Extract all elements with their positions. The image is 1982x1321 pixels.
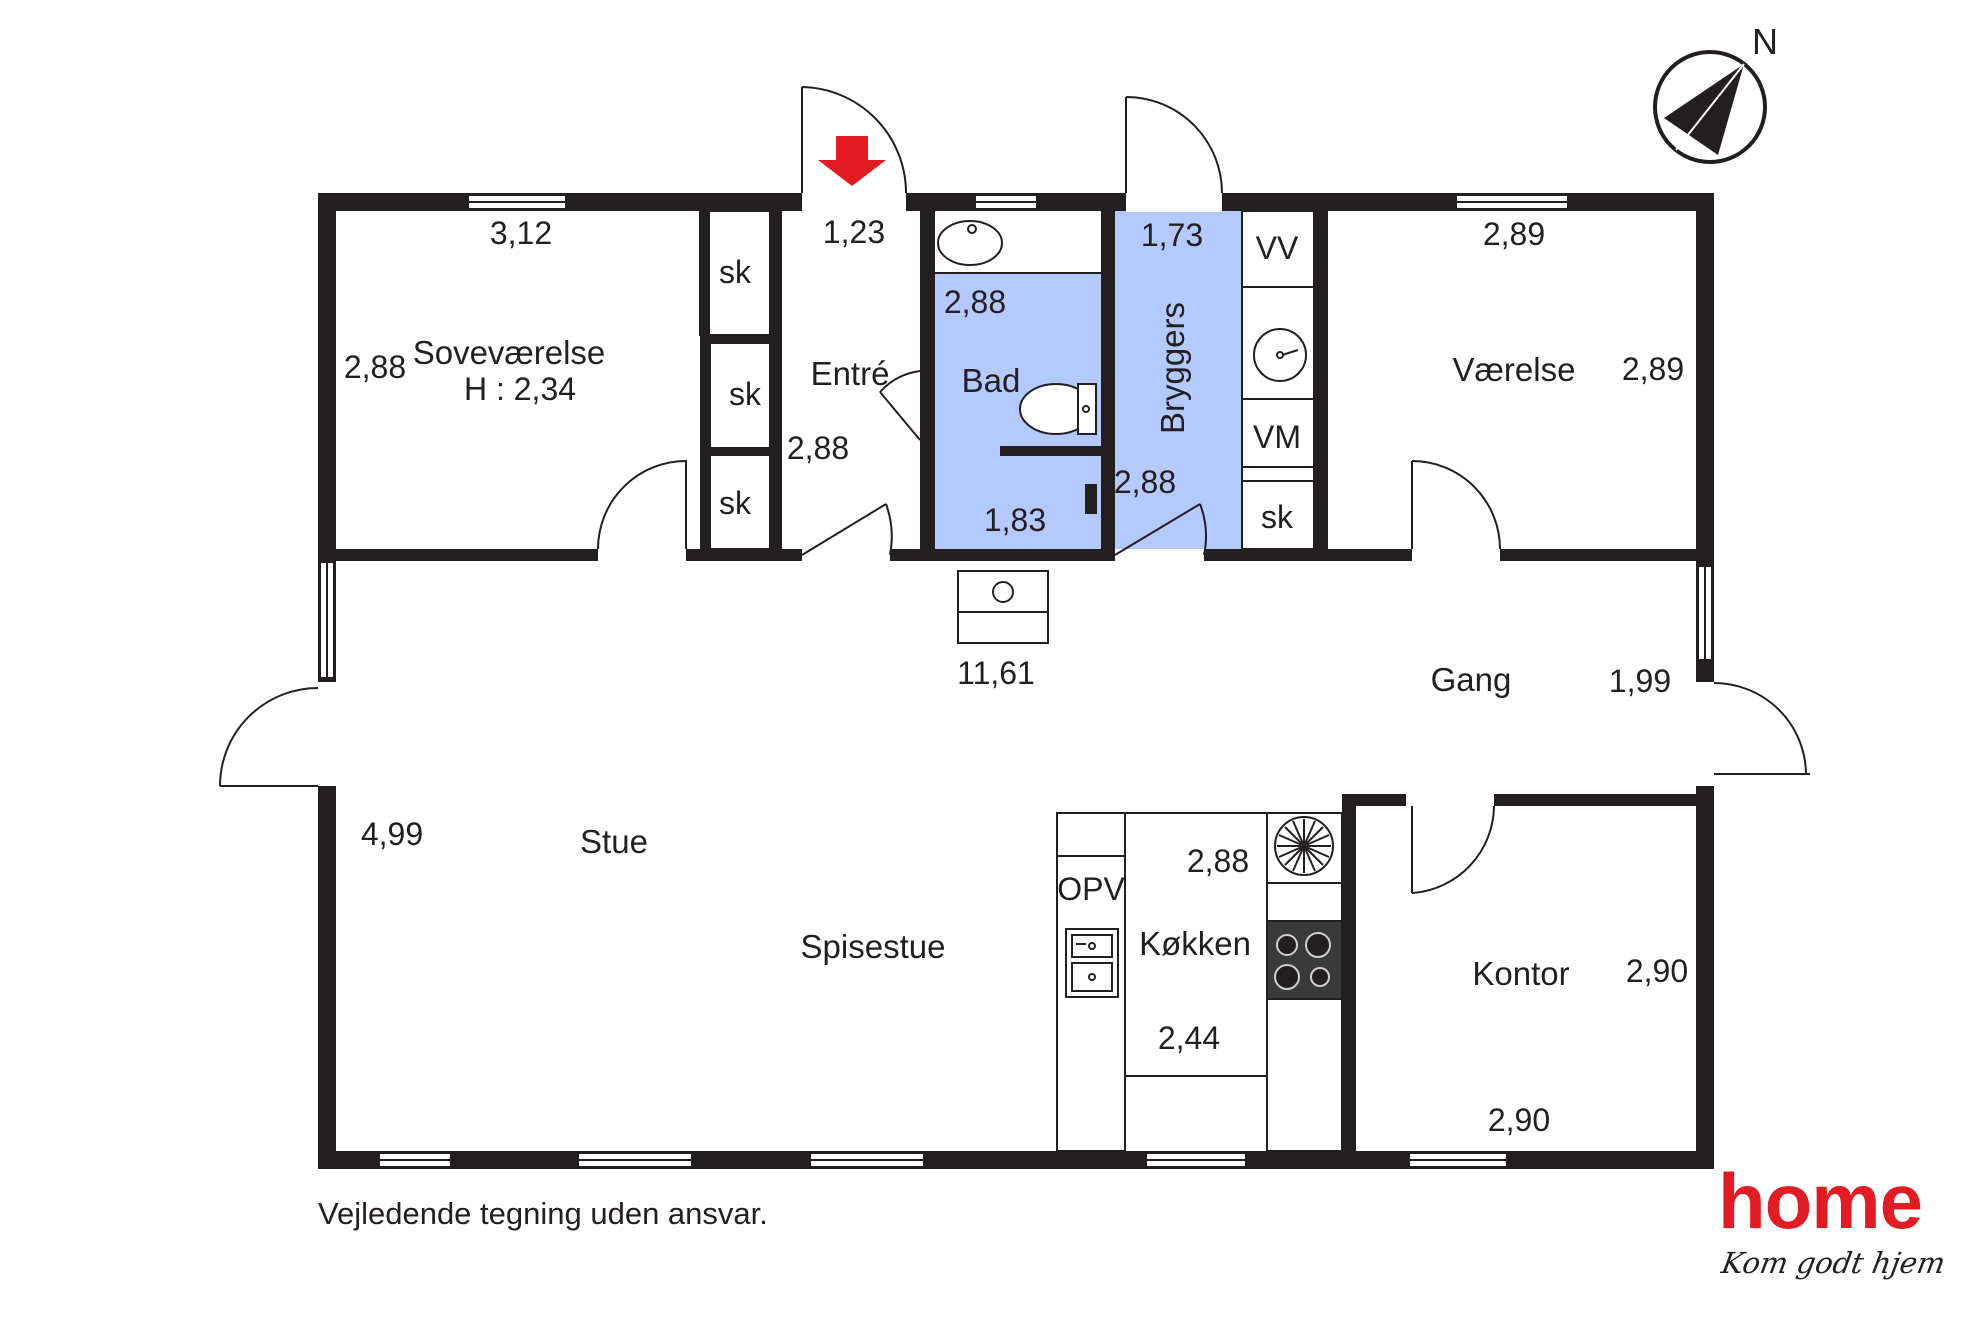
utility-room-floor <box>1115 208 1242 549</box>
stove-icon <box>1266 920 1343 1000</box>
dim-sovevaerelse-side: 2,88 <box>344 349 406 385</box>
dim-kontor-bottom: 2,90 <box>1488 1102 1550 1138</box>
fireplace-icon <box>1266 812 1343 884</box>
dim-bad-top: 2,88 <box>944 284 1006 320</box>
dim-entre-top: 1,23 <box>823 214 885 250</box>
dim-bad-bottom: 1,83 <box>984 502 1046 538</box>
closet-wall-2 <box>700 448 782 456</box>
dim-gang-side: 1,99 <box>1609 663 1671 699</box>
room-name-bryggers: Bryggers <box>1154 302 1191 434</box>
closet-label-2: sk <box>729 376 762 412</box>
room-name-entre: Entré <box>811 355 890 392</box>
brand-logo: home <box>1718 1157 1923 1245</box>
utility-door-gap <box>1126 192 1222 212</box>
bathroom-fixtures <box>935 220 1307 435</box>
tap-icon <box>1085 484 1097 514</box>
entrance-arrow-icon <box>818 136 886 186</box>
compass-north-label: N <box>1752 21 1778 62</box>
appliance-label-washer: VM <box>1253 419 1301 455</box>
room-name-sovevaerelse: Soveværelse <box>413 334 606 371</box>
dim-vaerelse-top: 2,89 <box>1483 216 1545 252</box>
room-name-stue: Stue <box>580 823 648 860</box>
dim-stue-side: 4,99 <box>361 816 423 852</box>
room-height-sovevaerelse: H : 2,34 <box>464 371 576 407</box>
dim-vaerelse-side: 2,89 <box>1622 351 1684 387</box>
closet-wall-1 <box>700 335 782 343</box>
closet-label-3: sk <box>719 485 752 521</box>
room-name-spisestue: Spisestue <box>801 928 946 965</box>
front-door-gap <box>802 192 906 212</box>
west-door-gap <box>317 682 337 786</box>
dim-entre-side: 2,88 <box>787 430 849 466</box>
appliance-label-dishwasher: OPV <box>1057 871 1125 907</box>
dim-kontor-side: 2,90 <box>1626 953 1688 989</box>
room-name-kokken: Køkken <box>1139 925 1251 962</box>
dim-kokken-top: 2,88 <box>1187 843 1249 879</box>
dim-kokken-bottom: 2,44 <box>1158 1020 1220 1056</box>
room-name-gang: Gang <box>1431 661 1512 698</box>
windows <box>319 194 1713 1168</box>
room-name-kontor: Kontor <box>1472 955 1569 992</box>
dim-bryggers-top: 1,73 <box>1141 217 1203 253</box>
room-name-bad: Bad <box>962 362 1021 399</box>
compass-icon <box>1653 50 1767 164</box>
east-door-gap <box>1695 682 1715 786</box>
brand-tagline: Kom godt hjem <box>1719 1246 1948 1280</box>
closet-label-1: sk <box>719 254 752 290</box>
doors <box>219 86 1810 894</box>
closet-wall-3 <box>700 335 710 456</box>
disclaimer-text: Vejledende tegning uden ansvar. <box>318 1196 768 1231</box>
room-name-vaerelse: Værelse <box>1453 351 1576 388</box>
dim-stue-center: 11,61 <box>957 655 1035 691</box>
dim-bryggers-side: 2,88 <box>1114 464 1176 500</box>
sink-icon <box>937 220 1003 266</box>
dim-sovevaerelse-top: 3,12 <box>490 215 552 251</box>
kitchen-sink-icon <box>1065 928 1119 998</box>
hallway-basin <box>957 570 1049 644</box>
interior-walls <box>336 211 1696 1169</box>
appliance-label-dryer: VV <box>1256 230 1299 266</box>
closet-label-4: sk <box>1261 499 1294 535</box>
